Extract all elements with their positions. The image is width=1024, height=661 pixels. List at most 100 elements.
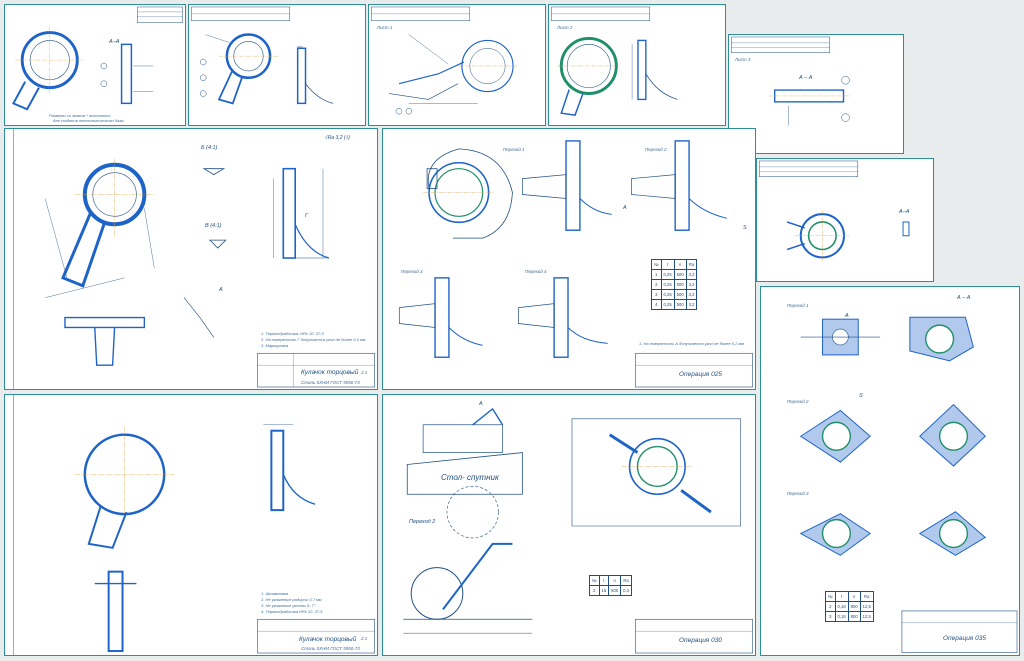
op035-th-t: t: [834, 591, 849, 602]
op025-transition-4: Переход 4: [525, 269, 547, 274]
op025-marker-a: А: [623, 205, 627, 211]
blank-note-2: 2. Не указанные радиусы 0,7 мм: [261, 597, 322, 602]
op030-title: Операция 030: [679, 637, 722, 644]
cell: 15: [598, 585, 610, 596]
sheet-detail-1: А–А Размеры со знаком * выполнить для со…: [4, 4, 186, 126]
blank-note-4: 4. Термообработка HRc 32..37,5: [261, 609, 323, 614]
blank-drawing: [13, 395, 375, 655]
detail-4-drawing: [551, 6, 678, 116]
sheet-operation-035: Переход 1 Переход 2 Переход 3 А – А А S …: [760, 286, 1020, 656]
op025-cutting-table: № t n Ra 1 0,25 500 3,2 2 0,25 500 3,2 3…: [651, 259, 698, 310]
sheet-operation-030: А Стол- спутник Переход 2 № t n Ra 2 15 …: [382, 394, 756, 656]
cell: 0,25: [660, 289, 675, 300]
op025-th-n: №: [651, 259, 662, 270]
detail-3-drawing: [371, 6, 517, 115]
op025-marker-s: S: [743, 225, 747, 231]
op035-th-n: №: [825, 591, 836, 602]
cell: 0,25: [660, 269, 675, 280]
cell: 500: [673, 279, 687, 290]
op025-transition-2: Переход 2: [645, 147, 667, 152]
detail-1-drawing: [11, 6, 183, 111]
cell: 500: [673, 289, 687, 300]
op035-marker-a: А: [845, 313, 849, 319]
op025-title: Операция 025: [679, 371, 722, 378]
detail-5-section-label: А – А: [799, 75, 813, 81]
sheet-detail-5: Лист 3 А – А: [728, 34, 904, 154]
blank-title: Кулачок торцовый: [299, 636, 357, 643]
detail-5-sheet-label: Лист 3: [735, 57, 751, 62]
operation-025-drawing: [398, 140, 753, 388]
cell: 500: [608, 585, 622, 596]
op035-section-label: А – А: [957, 295, 971, 301]
cell: 0,16: [834, 601, 849, 612]
cell: 3: [651, 289, 662, 300]
sheet-operation-025: Переход 1 Переход 2 Переход 3 Переход 4 …: [382, 128, 756, 390]
roughness-symbol: √Ra 3,2 (√): [325, 135, 350, 141]
cell: 3,2: [685, 279, 698, 290]
view-b-label: Б (4:1): [201, 145, 218, 151]
blank-material: Сталь 5ХНМ ГОСТ 5950-73: [301, 646, 360, 651]
cell: 3,2: [685, 289, 698, 300]
cell: 500: [673, 299, 687, 310]
op025-th-rpm: n: [673, 259, 687, 270]
cell: 500: [673, 269, 687, 280]
detail-6-drawing: [759, 160, 910, 262]
sheet-detail-3: Лист 1: [368, 4, 546, 126]
part-note-1: 1. Термообработка: HRc 32..37,5: [261, 331, 324, 336]
cell: 0,16: [834, 611, 849, 622]
detail-4-sheet-label: Лист 2: [557, 25, 573, 30]
op025-note: 1. На поверхность А допускается угол не …: [639, 341, 744, 346]
cell: 0,25: [660, 299, 675, 310]
cell: 3,2: [685, 299, 698, 310]
sheet-detail-2: Ø1: [188, 4, 366, 126]
table-row: 3 0,16 800 12,5: [825, 611, 874, 622]
op035-transition-2: Переход 2: [787, 399, 809, 404]
cell: 3: [825, 611, 836, 622]
op025-th-t: t: [660, 259, 675, 270]
table-row: 2 0,16 800 12,5: [825, 601, 874, 612]
view-a-label: А: [219, 287, 223, 293]
detail-5-drawing: [731, 36, 852, 126]
op025-transition-3: Переход 3: [401, 269, 423, 274]
op030-cutting-table: № t n Ra 2 15 500 0,3: [589, 575, 632, 596]
part-title: Кулачок торцовый: [301, 369, 359, 376]
op035-marker-s: S: [859, 393, 863, 399]
detail-1-note-2: для создания технологического базы: [53, 118, 125, 123]
op035-transition-1: Переход 1: [787, 303, 809, 308]
blank-note-3: 3. Не указанные уклоны 5..7°: [261, 603, 316, 608]
detail-2-drawing: [191, 6, 334, 105]
detail-2-ref: Ø1: [297, 45, 304, 50]
op035-title: Операция 035: [943, 635, 986, 642]
part-note-3: 3. Маркировка: [261, 343, 289, 348]
sheet-detail-6: А–А: [756, 158, 934, 282]
cell: 3,2: [685, 269, 698, 280]
cell: 2: [651, 279, 662, 290]
detail-3-sheet-label: Лист 1: [377, 25, 393, 30]
op030-th-n: №: [589, 575, 600, 586]
blank-note-1: 1. Штамповка: [261, 591, 289, 596]
cell: 800: [847, 601, 861, 612]
op030-transition: Переход 2: [409, 519, 436, 525]
op030-th-rpm: n: [608, 575, 622, 586]
blank-scale: 2:1: [361, 636, 368, 641]
op030-table-label: Стол- спутник: [441, 473, 499, 482]
table-row: 3 0,25 500 3,2: [651, 289, 698, 300]
op025-transition-1: Переход 1: [503, 147, 525, 152]
view-v-label: В (4:1): [205, 223, 222, 229]
table-row: 2 0,25 500 3,2: [651, 279, 698, 290]
detail-1-section-label: А–А: [109, 39, 120, 45]
op030-marker-a: А: [479, 401, 483, 407]
cell: 2: [589, 585, 600, 596]
part-material: Сталь 5ХНМ ГОСТ 5950-73: [301, 380, 360, 385]
table-row: 2 15 500 0,3: [589, 585, 632, 596]
op030-th-ra: Ra: [620, 575, 632, 586]
table-row: 1 0,25 500 3,2: [651, 269, 698, 280]
part-drawing: [13, 129, 375, 389]
operation-035-drawing: [799, 316, 1018, 653]
sheet-detail-4: Лист 2: [548, 4, 726, 126]
part-scale: 2:1: [361, 370, 368, 375]
view-g-label: Г: [305, 213, 308, 219]
part-note-2: 2. На поверхность Г допускается угол не …: [261, 337, 366, 342]
cell: 0,3: [620, 585, 632, 596]
sheet-blank: 1. Штамповка 2. Не указанные радиусы 0,7…: [4, 394, 378, 656]
